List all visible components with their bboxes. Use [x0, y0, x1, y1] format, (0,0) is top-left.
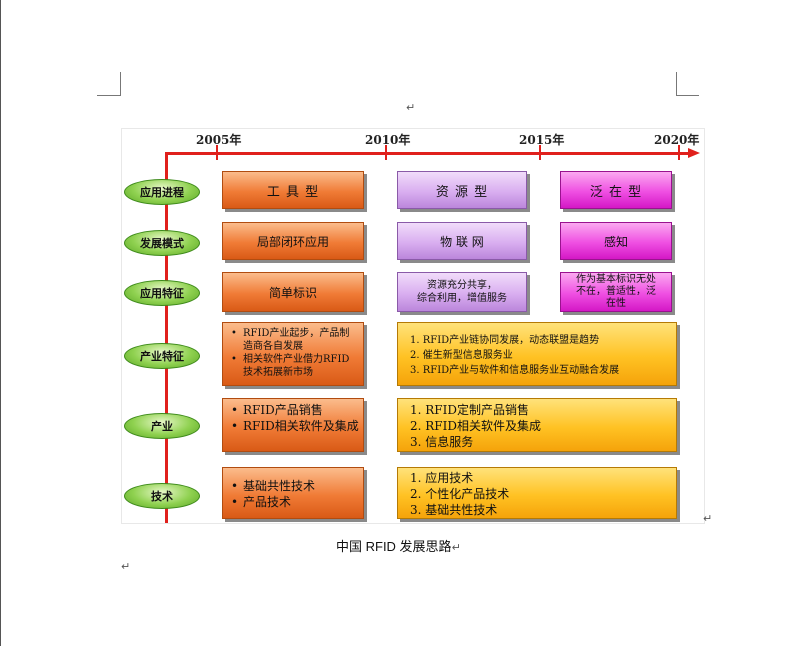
list-item: RFID产品销售 [231, 402, 359, 418]
tick-2005 [216, 145, 218, 160]
vertical-axis [165, 152, 168, 523]
list-item: 1. RFID定制产品销售 [410, 403, 529, 417]
cell-technology-early: 基础共性技术 产品技术 [222, 467, 364, 519]
paragraph-mark-bottom: ↵ [121, 560, 131, 573]
list-item: 2. RFID相关软件及集成 [410, 419, 541, 433]
page-left-edge [0, 0, 1, 646]
year-label-2005: 2005年 [196, 133, 242, 147]
crop-mark-top-left-v [120, 72, 121, 96]
row-label-development-mode: 发展模式 [124, 230, 200, 256]
year-label-2015: 2015年 [519, 133, 565, 147]
row-label-industry: 产业 [124, 413, 200, 439]
crop-mark-top-left-h [97, 95, 120, 96]
paragraph-mark-top: ↵ [406, 101, 416, 114]
tick-2015 [539, 145, 541, 160]
cell-ubiquitous-type: 泛 在 型 [560, 171, 672, 209]
tick-2020 [678, 145, 680, 160]
cell-industry-features-early: RFID产业起步，产品制造商各自发展 相关软件产业借力RFID技术拓展新市场 [222, 322, 364, 386]
row-label-technology: 技术 [124, 483, 200, 509]
paragraph-mark-caption: ↵ [451, 541, 461, 554]
cell-perception: 感知 [560, 222, 672, 260]
cell-tool-type: 工 具 型 [222, 171, 364, 209]
list-item: 1. 应用技术 [410, 471, 474, 485]
timeline-arrowhead [688, 148, 700, 158]
timeline-axis [166, 152, 688, 155]
tick-2010 [385, 145, 387, 160]
list-item: RFID产业起步，产品制造商各自发展 [231, 327, 359, 353]
cell-simple-identification: 简单标识 [222, 272, 364, 312]
list-item: 产品技术 [231, 494, 359, 510]
rfid-roadmap-figure: 2005年 2010年 2015年 2020年 应用进程 发展模式 应用特征 产… [121, 128, 705, 524]
list-item: 相关软件产业借力RFID技术拓展新市场 [231, 353, 359, 379]
cell-ubiquitous-identification: 作为基本标识无处 不在，普适性，泛 在性 [560, 272, 672, 312]
list-item: 3. 基础共性技术 [410, 503, 498, 517]
list-item: 基础共性技术 [231, 478, 359, 494]
cell-resource-type: 资 源 型 [397, 171, 527, 209]
cell-resource-sharing: 资源充分共享， 综合利用，增值服务 [397, 272, 527, 312]
cell-industry-later: 1. RFID定制产品销售 2. RFID相关软件及集成 3. 信息服务 [397, 398, 677, 452]
year-label-2010: 2010年 [365, 133, 411, 147]
row-label-application-features: 应用特征 [124, 280, 200, 306]
cell-industry-features-later: 1. RFID产业链协同发展，动态联盟是趋势 2. 催生新型信息服务业 3. R… [397, 322, 677, 386]
figure-caption: 中国 RFID 发展思路↵ [336, 536, 461, 555]
row-label-industry-features: 产业特征 [124, 343, 200, 369]
cell-industry-early: RFID产品销售 RFID相关软件及集成 [222, 398, 364, 452]
year-label-2020: 2020年 [654, 133, 700, 147]
list-item: 2. 个性化产品技术 [410, 487, 510, 501]
list-item: RFID相关软件及集成 [231, 418, 359, 434]
crop-mark-top-right-h [676, 95, 699, 96]
cell-internet-of-things: 物 联 网 [397, 222, 527, 260]
crop-mark-top-right-v [676, 72, 677, 96]
caption-text: 中国 RFID 发展思路 [336, 539, 452, 554]
cell-technology-later: 1. 应用技术 2. 个性化产品技术 3. 基础共性技术 [397, 467, 677, 519]
list-item: 1. RFID产业链协同发展，动态联盟是趋势 [410, 335, 600, 346]
list-item: 3. 信息服务 [410, 435, 474, 449]
list-item: 3. RFID产业与软件和信息服务业互动融合发展 [410, 365, 620, 376]
paragraph-mark-figure: ↵ [703, 512, 713, 525]
list-item: 2. 催生新型信息服务业 [410, 350, 513, 361]
cell-local-closed-loop: 局部闭环应用 [222, 222, 364, 260]
row-label-application-process: 应用进程 [124, 179, 200, 205]
